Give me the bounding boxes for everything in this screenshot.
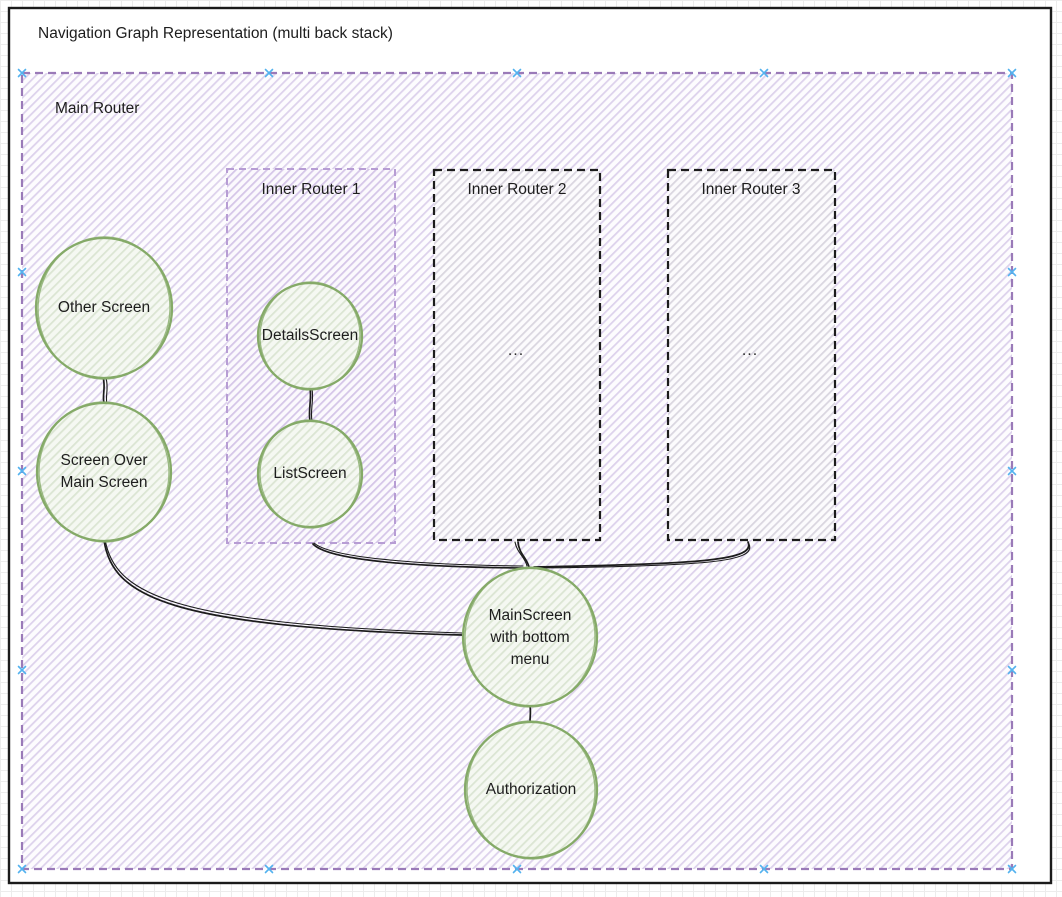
details-screen-label: DetailsScreen — [261, 327, 359, 344]
node-main-screen[interactable] — [460, 563, 599, 712]
other-screen-label: Other Screen — [57, 299, 151, 316]
authorization-label: Authorization — [485, 781, 577, 798]
inner-router-2-ellipsis: ... — [507, 342, 525, 359]
edge-screen-over-to-main[interactable] — [103, 538, 463, 636]
inner-router-3-box[interactable] — [666, 168, 837, 542]
node-authorization[interactable] — [462, 717, 599, 864]
edge-details-to-list[interactable] — [308, 387, 314, 422]
inner-router-2-label: Inner Router 2 — [467, 181, 567, 198]
main-router-label: Main Router — [55, 100, 140, 117]
inner-router-1-label: Inner Router 1 — [261, 181, 361, 198]
node-details-screen[interactable] — [256, 279, 364, 394]
inner-router-3-label: Inner Router 3 — [701, 181, 801, 198]
inner-router-3-ellipsis: ... — [741, 342, 759, 359]
inner-router-2-box[interactable] — [432, 168, 602, 542]
node-screen-over-main[interactable] — [35, 399, 173, 546]
node-list-screen[interactable] — [256, 417, 364, 532]
list-screen-label: ListScreen — [273, 465, 347, 482]
edge-router1-to-main[interactable] — [312, 542, 525, 569]
edge-router2-to-main[interactable] — [514, 541, 530, 568]
diagram-title: Navigation Graph Representation (multi b… — [38, 25, 393, 42]
node-other-screen[interactable] — [34, 234, 174, 383]
main-screen-label: MainScreen with bottom menu — [488, 607, 572, 668]
screen-over-main-label: Screen Over Main Screen — [60, 452, 148, 491]
edge-router3-to-main[interactable] — [533, 541, 751, 569]
